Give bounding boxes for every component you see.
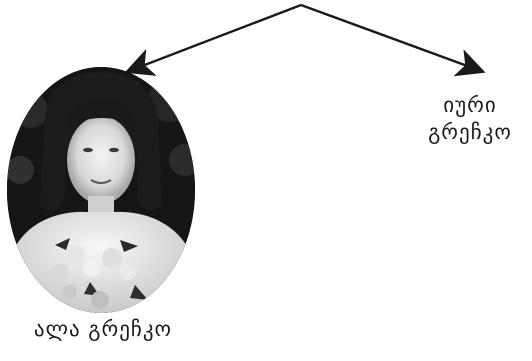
- portrait-photo: [7, 67, 195, 313]
- arrow-to-right-person: [300, 3, 486, 77]
- person-name-left: ალა გრეჩკო: [33, 317, 173, 341]
- person-name-right-last: გრეჩკო: [428, 120, 512, 144]
- arrow-to-left-person: [124, 3, 302, 76]
- connector-arrows: [124, 3, 486, 77]
- person-name-right: იური გრეჩკო: [408, 92, 532, 146]
- person-name-right-first: იური: [443, 93, 497, 117]
